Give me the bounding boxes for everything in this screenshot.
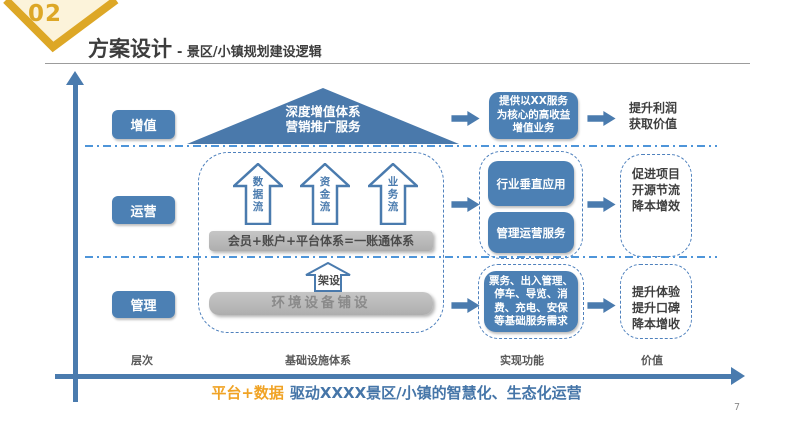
experience-value-line-3: 降本增收 [631, 317, 680, 331]
value-add-line-3: 增值业务 [512, 122, 555, 135]
right-arrow-icon [451, 111, 480, 126]
title-divider [45, 63, 750, 64]
basic-service-line-3: 费、充电、安保 [494, 301, 568, 314]
right-arrow-icon [587, 197, 616, 212]
right-arrow-icon [587, 111, 616, 126]
up-arrow-icon [368, 163, 418, 225]
pyramid-line-1: 深度增值体系 [285, 104, 361, 119]
badge-number: 02 [28, 1, 63, 27]
project-value-line-3: 降本增效 [631, 199, 680, 213]
up-arrow-icon [305, 262, 351, 292]
flow-arrow-business: 业务流 [368, 163, 418, 225]
pyramid-text: 深度增值体系 营销推广服务 [187, 104, 459, 134]
flow-arrow-data: 数据流 [233, 163, 283, 225]
value-add-line-1: 提供以XX服务 [499, 95, 568, 108]
right-arrow-icon [451, 298, 480, 313]
build-arrow: 架设 [303, 262, 365, 292]
basic-service-box: 票务、出入管理、 停车、导览、消 费、充电、安保 等基础服务需求 [484, 271, 578, 332]
ops-service-box: 管理运营服务 [488, 212, 574, 253]
section-badge-icon [3, 0, 119, 53]
experience-value-line-2: 提升口碑 [631, 301, 680, 315]
right-arrow-icon [451, 197, 480, 212]
value-add-line-2: 为核心的高收益 [496, 108, 571, 121]
basic-service-line-1: 票务、出入管理、 [489, 274, 573, 287]
flow-arrow-label: 数据流 [251, 176, 264, 214]
up-arrow-icon [233, 163, 283, 225]
value-profit-text: 提升利润 获取价值 [608, 100, 698, 132]
pyramid-line-2: 营销推广服务 [285, 119, 361, 134]
experience-value-line-1: 提升体验 [631, 285, 680, 299]
caption-highlight: 平台+数据 [211, 384, 284, 402]
value-add-service-box: 提供以XX服务 为核心的高收益 增值业务 [489, 92, 578, 139]
y-axis [73, 84, 78, 402]
environment-bar: 环境设备铺设 [209, 292, 433, 315]
page-number: 7 [733, 402, 740, 413]
bottom-caption: 平台+数据驱动XXXX景区/小镇的智慧化、生态化运营 [0, 382, 793, 403]
row-label-value-add: 增值 [112, 110, 175, 139]
infrastructure-container [198, 152, 444, 333]
row-divider-bottom [85, 256, 717, 258]
y-axis-arrow-icon [66, 71, 84, 85]
slide-header: 方案设计 - 景区/小镇规划建设逻辑 [88, 33, 322, 63]
experience-value-container: 提升体验 提升口碑 降本增收 [620, 264, 692, 339]
build-arrow-label: 架设 [318, 274, 340, 287]
value-profit-line-2: 获取价值 [628, 117, 677, 131]
axis-label-infrastructure: 基础设施体系 [285, 354, 351, 367]
project-value-container: 促进项目 开源节流 降本增效 [620, 154, 692, 257]
row-label-operation: 运营 [112, 196, 175, 224]
axis-label-value: 价值 [641, 354, 663, 367]
basic-service-line-2: 停车、导览、消 [494, 288, 568, 300]
basic-service-line-4: 等基础服务需求 [494, 315, 568, 327]
axis-label-function: 实现功能 [500, 354, 544, 367]
right-arrow-icon [587, 298, 616, 313]
vertical-app-box: 行业垂直应用 [488, 161, 574, 206]
x-axis-arrow-icon [731, 367, 745, 385]
page-subtitle: - 景区/小镇规划建设逻辑 [177, 45, 322, 60]
row-divider-top [85, 145, 717, 147]
value-profit-line-1: 提升利润 [628, 101, 677, 115]
axis-label-level: 层次 [131, 354, 153, 367]
caption-text: 驱动XXXX景区/小镇的智慧化、生态化运营 [289, 384, 582, 402]
up-arrow-icon [300, 163, 350, 225]
flow-arrow-label: 业务流 [386, 176, 399, 214]
ops-function-container [479, 151, 583, 259]
row-label-management: 管理 [112, 291, 175, 318]
flow-arrow-label: 资金流 [318, 176, 331, 214]
page-title: 方案设计 [88, 37, 172, 61]
project-value-line-2: 开源节流 [631, 183, 680, 197]
project-value-line-1: 促进项目 [631, 167, 680, 181]
x-axis [55, 374, 733, 379]
flow-arrow-capital: 资金流 [300, 163, 350, 225]
account-platform-bar: 会员+账户+平台体系=一账通体系 [209, 231, 433, 251]
mgmt-function-container [478, 264, 584, 339]
